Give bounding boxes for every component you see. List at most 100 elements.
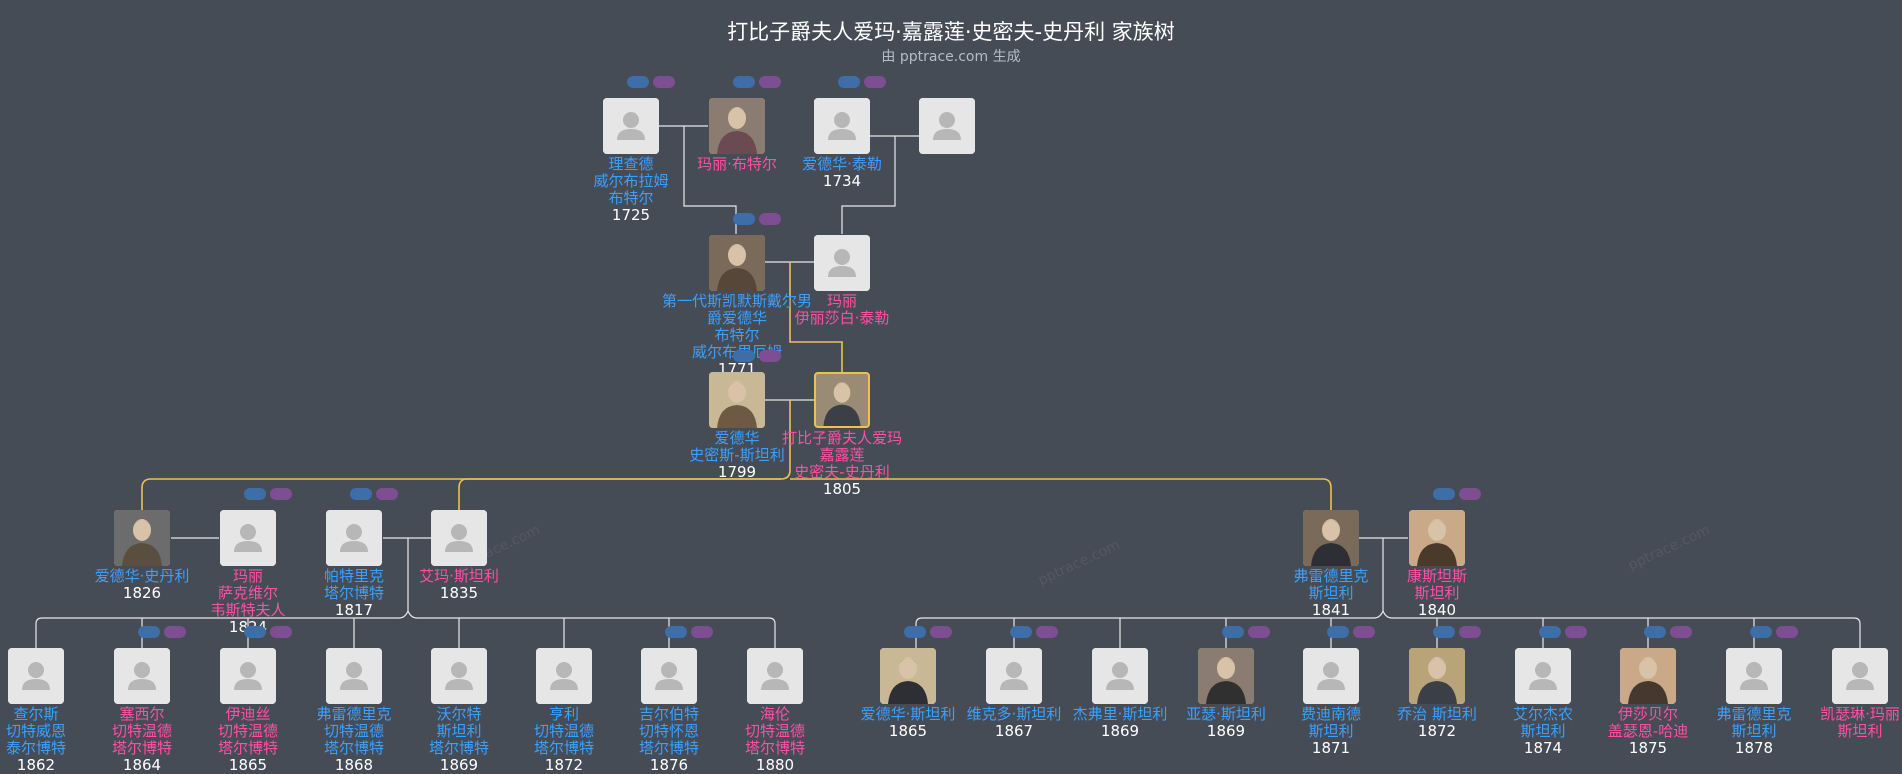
person-photo[interactable] bbox=[114, 510, 170, 566]
female-relations-icon[interactable] bbox=[1036, 626, 1058, 638]
male-relations-icon[interactable] bbox=[1010, 626, 1032, 638]
male-relations-icon[interactable] bbox=[350, 488, 372, 500]
relation-badges[interactable] bbox=[1644, 626, 1696, 638]
male-relations-icon[interactable] bbox=[733, 213, 755, 225]
relation-badges[interactable] bbox=[244, 626, 296, 638]
relation-badges[interactable] bbox=[627, 76, 679, 88]
female-relations-icon[interactable] bbox=[1565, 626, 1587, 638]
relation-badges[interactable] bbox=[1433, 626, 1485, 638]
female-relations-icon[interactable] bbox=[1459, 488, 1481, 500]
male-relations-icon[interactable] bbox=[1539, 626, 1561, 638]
person-name[interactable]: 玛丽伊丽莎白·泰勒 bbox=[767, 293, 917, 327]
male-relations-icon[interactable] bbox=[627, 76, 649, 88]
relation-badges[interactable] bbox=[138, 626, 190, 638]
male-relations-icon[interactable] bbox=[1327, 626, 1349, 638]
relation-badges[interactable] bbox=[904, 626, 956, 638]
person-photo[interactable] bbox=[1409, 648, 1465, 704]
female-relations-icon[interactable] bbox=[376, 488, 398, 500]
person-placeholder-icon[interactable] bbox=[986, 648, 1042, 704]
female-relations-icon[interactable] bbox=[759, 350, 781, 362]
person-name[interactable]: 凯瑟琳·玛丽斯坦利 bbox=[1785, 706, 1902, 740]
relation-badges[interactable] bbox=[838, 76, 890, 88]
person-placeholder-icon[interactable] bbox=[747, 648, 803, 704]
male-relations-icon[interactable] bbox=[1433, 626, 1455, 638]
relation-badges[interactable] bbox=[1222, 626, 1274, 638]
person-photo[interactable] bbox=[709, 98, 765, 154]
person-photo[interactable] bbox=[709, 235, 765, 291]
female-relations-icon[interactable] bbox=[164, 626, 186, 638]
male-relations-icon[interactable] bbox=[1750, 626, 1772, 638]
female-relations-icon[interactable] bbox=[864, 76, 886, 88]
person-placeholder-icon[interactable] bbox=[1092, 648, 1148, 704]
person-photo[interactable] bbox=[709, 372, 765, 428]
person-placeholder-icon[interactable] bbox=[1832, 648, 1888, 704]
person-placeholder-icon[interactable] bbox=[114, 648, 170, 704]
male-relations-icon[interactable] bbox=[733, 350, 755, 362]
female-relations-icon[interactable] bbox=[270, 488, 292, 500]
person-placeholder-icon[interactable] bbox=[814, 98, 870, 154]
relation-badges[interactable] bbox=[244, 488, 296, 500]
person-placeholder-icon[interactable] bbox=[431, 510, 487, 566]
person-placeholder-icon[interactable] bbox=[814, 235, 870, 291]
male-relations-icon[interactable] bbox=[904, 626, 926, 638]
male-relations-icon[interactable] bbox=[1433, 488, 1455, 500]
person-placeholder-icon[interactable] bbox=[326, 648, 382, 704]
male-relations-icon[interactable] bbox=[244, 488, 266, 500]
person-placeholder-icon[interactable] bbox=[919, 98, 975, 154]
female-relations-icon[interactable] bbox=[1248, 626, 1270, 638]
relation-badges[interactable] bbox=[1539, 626, 1591, 638]
person-placeholder-icon[interactable] bbox=[641, 648, 697, 704]
relation-badges[interactable] bbox=[1010, 626, 1062, 638]
female-relations-icon[interactable] bbox=[930, 626, 952, 638]
person-placeholder-icon[interactable] bbox=[536, 648, 592, 704]
relation-badges[interactable] bbox=[665, 626, 717, 638]
female-relations-icon[interactable] bbox=[270, 626, 292, 638]
female-relations-icon[interactable] bbox=[1353, 626, 1375, 638]
person-photo[interactable] bbox=[1198, 648, 1254, 704]
relation-badges[interactable] bbox=[1327, 626, 1379, 638]
male-relations-icon[interactable] bbox=[1644, 626, 1666, 638]
male-relations-icon[interactable] bbox=[244, 626, 266, 638]
female-relations-icon[interactable] bbox=[1776, 626, 1798, 638]
female-relations-icon[interactable] bbox=[653, 76, 675, 88]
person-placeholder-icon[interactable] bbox=[220, 510, 276, 566]
person-placeholder-icon[interactable] bbox=[603, 98, 659, 154]
person-placeholder-icon[interactable] bbox=[1515, 648, 1571, 704]
female-relations-icon[interactable] bbox=[691, 626, 713, 638]
male-relations-icon[interactable] bbox=[733, 76, 755, 88]
relation-badges[interactable] bbox=[350, 488, 402, 500]
male-relations-icon[interactable] bbox=[138, 626, 160, 638]
female-relations-icon[interactable] bbox=[759, 76, 781, 88]
person-placeholder-icon[interactable] bbox=[8, 648, 64, 704]
person-name[interactable]: 玛丽·布特尔 bbox=[662, 156, 812, 173]
person-photo[interactable] bbox=[1409, 510, 1465, 566]
person-placeholder-icon[interactable] bbox=[1726, 648, 1782, 704]
person-placeholder-icon[interactable] bbox=[1303, 648, 1359, 704]
relation-badges[interactable] bbox=[1750, 626, 1802, 638]
male-relations-icon[interactable] bbox=[838, 76, 860, 88]
person-photo[interactable] bbox=[1303, 510, 1359, 566]
relation-badges[interactable] bbox=[1433, 488, 1485, 500]
